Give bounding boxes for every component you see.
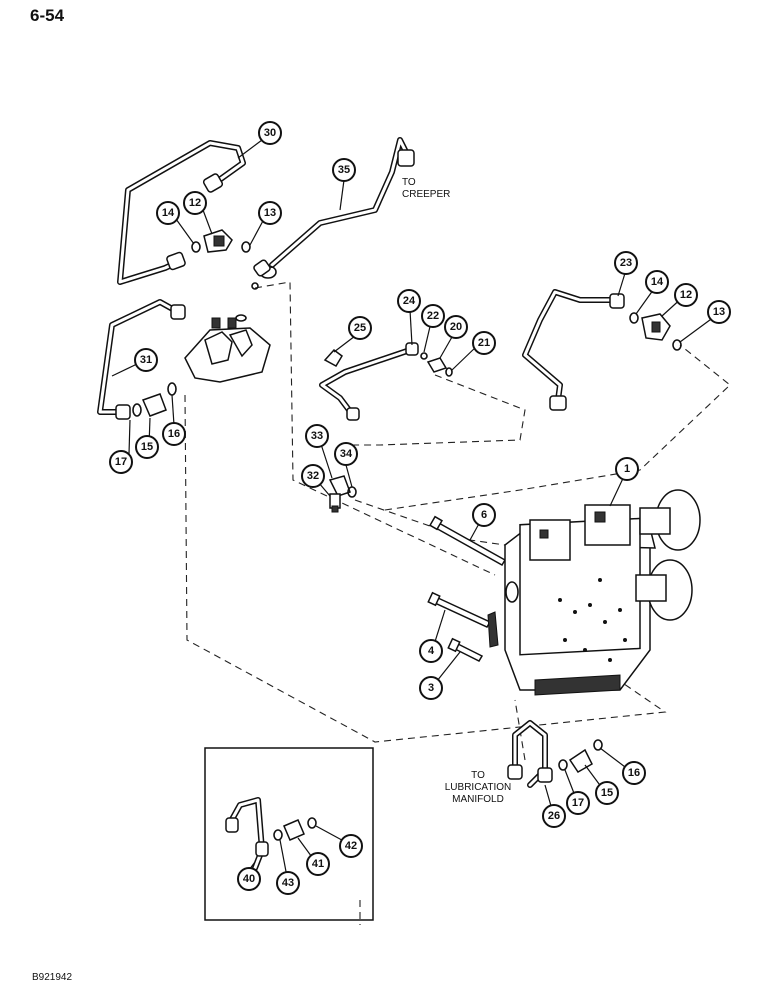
svg-text:13: 13 (713, 306, 725, 318)
svg-text:6: 6 (481, 509, 487, 521)
svg-text:12: 12 (189, 197, 201, 209)
control-valve-assembly (487, 489, 701, 696)
fitting-12-upper (191, 229, 251, 253)
valve-housing-top (184, 282, 271, 383)
tube-23 (522, 289, 625, 411)
note-to-creeper-line2: CREEPER (402, 189, 450, 200)
callout-31: 31 (134, 348, 158, 372)
callout-32: 32 (301, 464, 325, 488)
svg-text:12: 12 (680, 289, 692, 301)
callout-43: 43 (276, 871, 300, 895)
note-to-creeper: TO CREEPER (402, 177, 450, 200)
callout-bubbles: 30 35 14 12 13 31 17 15 16 25 24 22 20 2… (109, 121, 731, 895)
note-to-lubrication-line1: TO (471, 770, 485, 781)
svg-text:1: 1 (624, 463, 630, 475)
svg-text:24: 24 (403, 295, 416, 307)
callout-13-right: 13 (707, 300, 731, 324)
callout-16-upper: 16 (162, 422, 186, 446)
svg-text:26: 26 (548, 810, 560, 822)
callout-14-upper: 14 (156, 201, 180, 225)
svg-text:41: 41 (312, 858, 324, 870)
callout-33: 33 (305, 424, 329, 448)
svg-text:31: 31 (140, 354, 152, 366)
svg-text:32: 32 (307, 470, 319, 482)
tube-26 (507, 720, 553, 788)
svg-text:22: 22 (427, 310, 439, 322)
callout-12-upper: 12 (183, 191, 207, 215)
callout-41: 41 (306, 852, 330, 876)
svg-text:30: 30 (264, 127, 276, 139)
callout-17-lower: 17 (566, 791, 590, 815)
note-to-lubrication: TO LUBRICATION MANIFOLD (445, 770, 512, 805)
svg-text:33: 33 (311, 430, 323, 442)
svg-text:35: 35 (338, 164, 350, 176)
svg-text:17: 17 (572, 797, 584, 809)
svg-text:13: 13 (264, 207, 276, 219)
page-number: 6-54 (30, 6, 65, 25)
callout-20: 20 (444, 315, 468, 339)
note-to-creeper-line1: TO (402, 177, 416, 188)
callout-12-right: 12 (674, 283, 698, 307)
svg-text:17: 17 (115, 456, 127, 468)
bolts (427, 515, 507, 662)
svg-text:23: 23 (620, 257, 632, 269)
inset-detail-box (204, 747, 374, 921)
svg-text:14: 14 (162, 207, 175, 219)
callout-24: 24 (397, 289, 421, 313)
callout-34: 34 (334, 442, 358, 466)
callout-14-right: 14 (645, 270, 669, 294)
svg-text:4: 4 (428, 645, 435, 657)
svg-text:34: 34 (340, 448, 353, 460)
svg-text:16: 16 (168, 428, 180, 440)
fitting-12-right (629, 312, 682, 351)
svg-text:40: 40 (243, 873, 255, 885)
svg-text:14: 14 (651, 276, 664, 288)
callout-22: 22 (421, 304, 445, 328)
callout-1: 1 (615, 457, 639, 481)
callout-15-upper: 15 (135, 435, 159, 459)
callout-30: 30 (258, 121, 282, 145)
callout-40: 40 (237, 867, 261, 891)
svg-text:43: 43 (282, 877, 294, 889)
svg-text:20: 20 (450, 321, 462, 333)
fitting-32-33 (328, 475, 357, 513)
note-to-lubrication-line3: MANIFOLD (452, 794, 504, 805)
callout-13-upper: 13 (258, 201, 282, 225)
svg-text:21: 21 (478, 337, 490, 349)
svg-text:15: 15 (141, 441, 153, 453)
fitting-15-lower (558, 739, 603, 773)
tube-31 (97, 299, 186, 420)
callout-4: 4 (419, 639, 443, 663)
tube-24 (319, 342, 419, 421)
figure-code: B921942 (32, 972, 73, 983)
callout-26: 26 (542, 804, 566, 828)
callout-6: 6 (472, 503, 496, 527)
callout-23: 23 (614, 251, 638, 275)
svg-text:15: 15 (601, 787, 613, 799)
routing-dashes (184, 281, 731, 925)
callout-17-upper: 17 (109, 450, 133, 474)
svg-text:25: 25 (354, 322, 366, 334)
svg-text:3: 3 (428, 682, 434, 694)
callout-16-lower: 16 (622, 761, 646, 785)
fitting-20 (420, 352, 453, 377)
fitting-15-left (132, 382, 177, 417)
callout-3: 3 (419, 676, 443, 700)
callout-42: 42 (339, 834, 363, 858)
note-to-lubrication-line2: LUBRICATION (445, 782, 512, 793)
callout-25: 25 (348, 316, 372, 340)
callout-21: 21 (472, 331, 496, 355)
callout-35: 35 (332, 158, 356, 182)
svg-text:16: 16 (628, 767, 640, 779)
tube-35 (253, 137, 415, 279)
tube-30 (117, 140, 246, 285)
callout-15-lower: 15 (595, 781, 619, 805)
svg-text:42: 42 (345, 840, 357, 852)
